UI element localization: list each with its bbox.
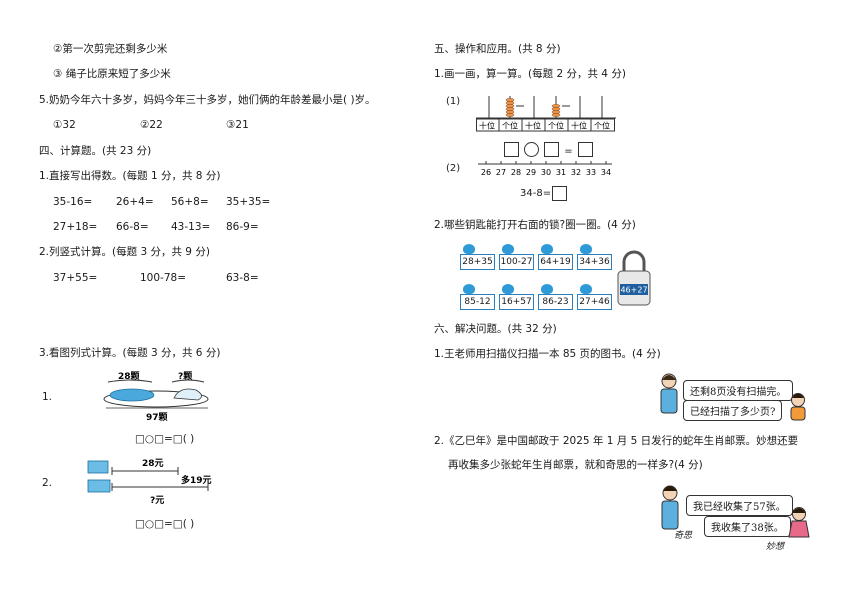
- q5-text: 5.奶奶今年六十多岁，妈妈今年三十多岁，她们俩的年龄差最小是( )岁。: [39, 94, 376, 106]
- calc1-item: 66-8=: [116, 221, 149, 233]
- key-expression[interactable]: 16+57: [499, 294, 534, 310]
- name-miaoxiang: 妙想: [766, 542, 785, 552]
- section-4-title: 四、计算题。(共 23 分): [39, 145, 152, 157]
- calc3-title: 3.看图列式计算。(每题 3 分，共 6 分): [39, 347, 221, 359]
- q5-option-3: ③21: [226, 119, 249, 131]
- key-icon: [541, 244, 553, 254]
- nl-tick: 30: [541, 168, 551, 177]
- calc1-title: 1.直接写出得数。(每题 1 分，共 8 分): [39, 170, 221, 182]
- abacus-label: 个位: [502, 121, 518, 131]
- calc2-item: 63-8=: [226, 272, 259, 284]
- prob1-bubble-1: 还剩8页没有扫描完。: [683, 380, 794, 401]
- calc1-item: 35+35=: [226, 196, 271, 208]
- nl-tick: 33: [586, 168, 596, 177]
- prob2-line-1: 2.《乙巳年》是中国邮政于 2025 年 1 月 5 日发行的蛇年生肖邮票。妙想…: [434, 435, 799, 447]
- nl-tick: 28: [511, 168, 521, 177]
- pic1-number: 1.: [42, 391, 53, 403]
- nl-answer-box[interactable]: [552, 186, 567, 201]
- key-icon: [502, 284, 514, 294]
- pic2-top-label: 28元: [142, 458, 164, 469]
- prob1-text: 1.王老师用扫描仪扫描一本 85 页的图书。(4 分): [434, 348, 661, 360]
- nl-tick: 34: [601, 168, 611, 177]
- key-expression[interactable]: 86-23: [538, 294, 573, 310]
- name-qisi: 奇思: [674, 531, 693, 541]
- calc1-item: 26+4=: [116, 196, 154, 208]
- abacus-label: 十位: [571, 121, 587, 131]
- abacus-label: 个位: [548, 121, 564, 131]
- nl-tick: 29: [526, 168, 536, 177]
- prob2-bubble-1: 我已经收集了57张。: [686, 495, 793, 516]
- abacus-equation-boxes: =: [504, 139, 593, 158]
- q4-option-3: ③ 绳子比原来短了多少米: [53, 68, 171, 80]
- pic2-number: 2.: [42, 477, 53, 489]
- calc2-item: 37+55=: [53, 272, 98, 284]
- calc1-item: 35-16=: [53, 196, 93, 208]
- student-avatar: [790, 393, 806, 421]
- nl-tick: 27: [496, 168, 506, 177]
- prob2-line-2: 再收集多少张蛇年生肖邮票，就和奇思的一样多?(4 分): [448, 459, 703, 471]
- abacus-label: 个位: [594, 121, 610, 131]
- op1-title: 1.画一画，算一算。(每题 2 分，共 4 分): [434, 68, 626, 80]
- teacher-avatar: [660, 373, 678, 414]
- pic1-left-label: 28颗: [118, 371, 140, 382]
- lock-icon: 46+27: [617, 250, 651, 306]
- key-expression[interactable]: 85-12: [460, 294, 495, 310]
- nl-equation: 34-8=: [520, 188, 552, 199]
- miaoxiang-avatar: [788, 507, 810, 538]
- abacus-label: 十位: [479, 121, 495, 131]
- pic2-formula: □○□=□( ): [135, 518, 195, 530]
- calc1-item: 43-13=: [171, 221, 211, 233]
- q4-option-2: ②第一次剪完还剩多少米: [53, 43, 168, 55]
- pic1-illustration: 28颗 ?颗 97颗: [103, 371, 209, 423]
- section-6-title: 六、解决问题。(共 32 分): [434, 323, 557, 335]
- key-icon: [502, 244, 514, 254]
- calc2-title: 2.列竖式计算。(每题 3 分，共 9 分): [39, 246, 210, 258]
- key-expression[interactable]: 28+35: [460, 254, 495, 270]
- abacus-label: 十位: [525, 121, 541, 131]
- nl-tick: 26: [481, 168, 491, 177]
- number-line: 26 27 28 29 30 31 32 33 34: [478, 161, 612, 177]
- qisi-avatar: [661, 485, 679, 530]
- pic1-formula: □○□=□( ): [135, 433, 195, 445]
- calc1-item: 86-9=: [226, 221, 259, 233]
- key-expression[interactable]: 64+19: [538, 254, 573, 270]
- calc1-item: 27+18=: [53, 221, 98, 233]
- prob1-bubble-2: 已经扫描了多少页?: [683, 400, 783, 421]
- pic2-bottom-label: ?元: [150, 495, 164, 506]
- nl-tick: 32: [571, 168, 581, 177]
- key-icon: [541, 284, 553, 294]
- pic1-total-label: 97颗: [146, 412, 168, 423]
- key-icon: [463, 244, 475, 254]
- pic1-right-label: ?颗: [178, 371, 192, 382]
- key-expression[interactable]: 100-27: [499, 254, 534, 270]
- prob2-bubble-2: 我收集了38张。: [704, 516, 791, 537]
- key-expression[interactable]: 27+46: [577, 294, 612, 310]
- abacus-illustration: 十位 个位 十位 个位 十位 个位: [476, 96, 616, 132]
- pic2-illustration: 28元 多19元 ?元: [87, 458, 212, 506]
- q5-option-1: ①32: [53, 119, 76, 131]
- calc2-item: 100-78=: [140, 272, 186, 284]
- q5-option-2: ②22: [140, 119, 163, 131]
- key-expression[interactable]: 34+36: [577, 254, 612, 270]
- section-5-title: 五、操作和应用。(共 8 分): [434, 43, 561, 55]
- op2-title: 2.哪些钥匙能打开右面的锁?圈一圈。(4 分): [434, 219, 636, 231]
- key-icon: [580, 244, 592, 254]
- key-icon: [580, 284, 592, 294]
- pic2-more-label: 多19元: [181, 474, 212, 486]
- op1-part1-label: (1): [446, 96, 461, 107]
- op1-part2-label: (2): [446, 163, 461, 174]
- key-icon: [463, 284, 475, 294]
- lock-label: 46+27: [620, 286, 647, 295]
- nl-tick: 31: [556, 168, 566, 177]
- calc1-item: 56+8=: [171, 196, 209, 208]
